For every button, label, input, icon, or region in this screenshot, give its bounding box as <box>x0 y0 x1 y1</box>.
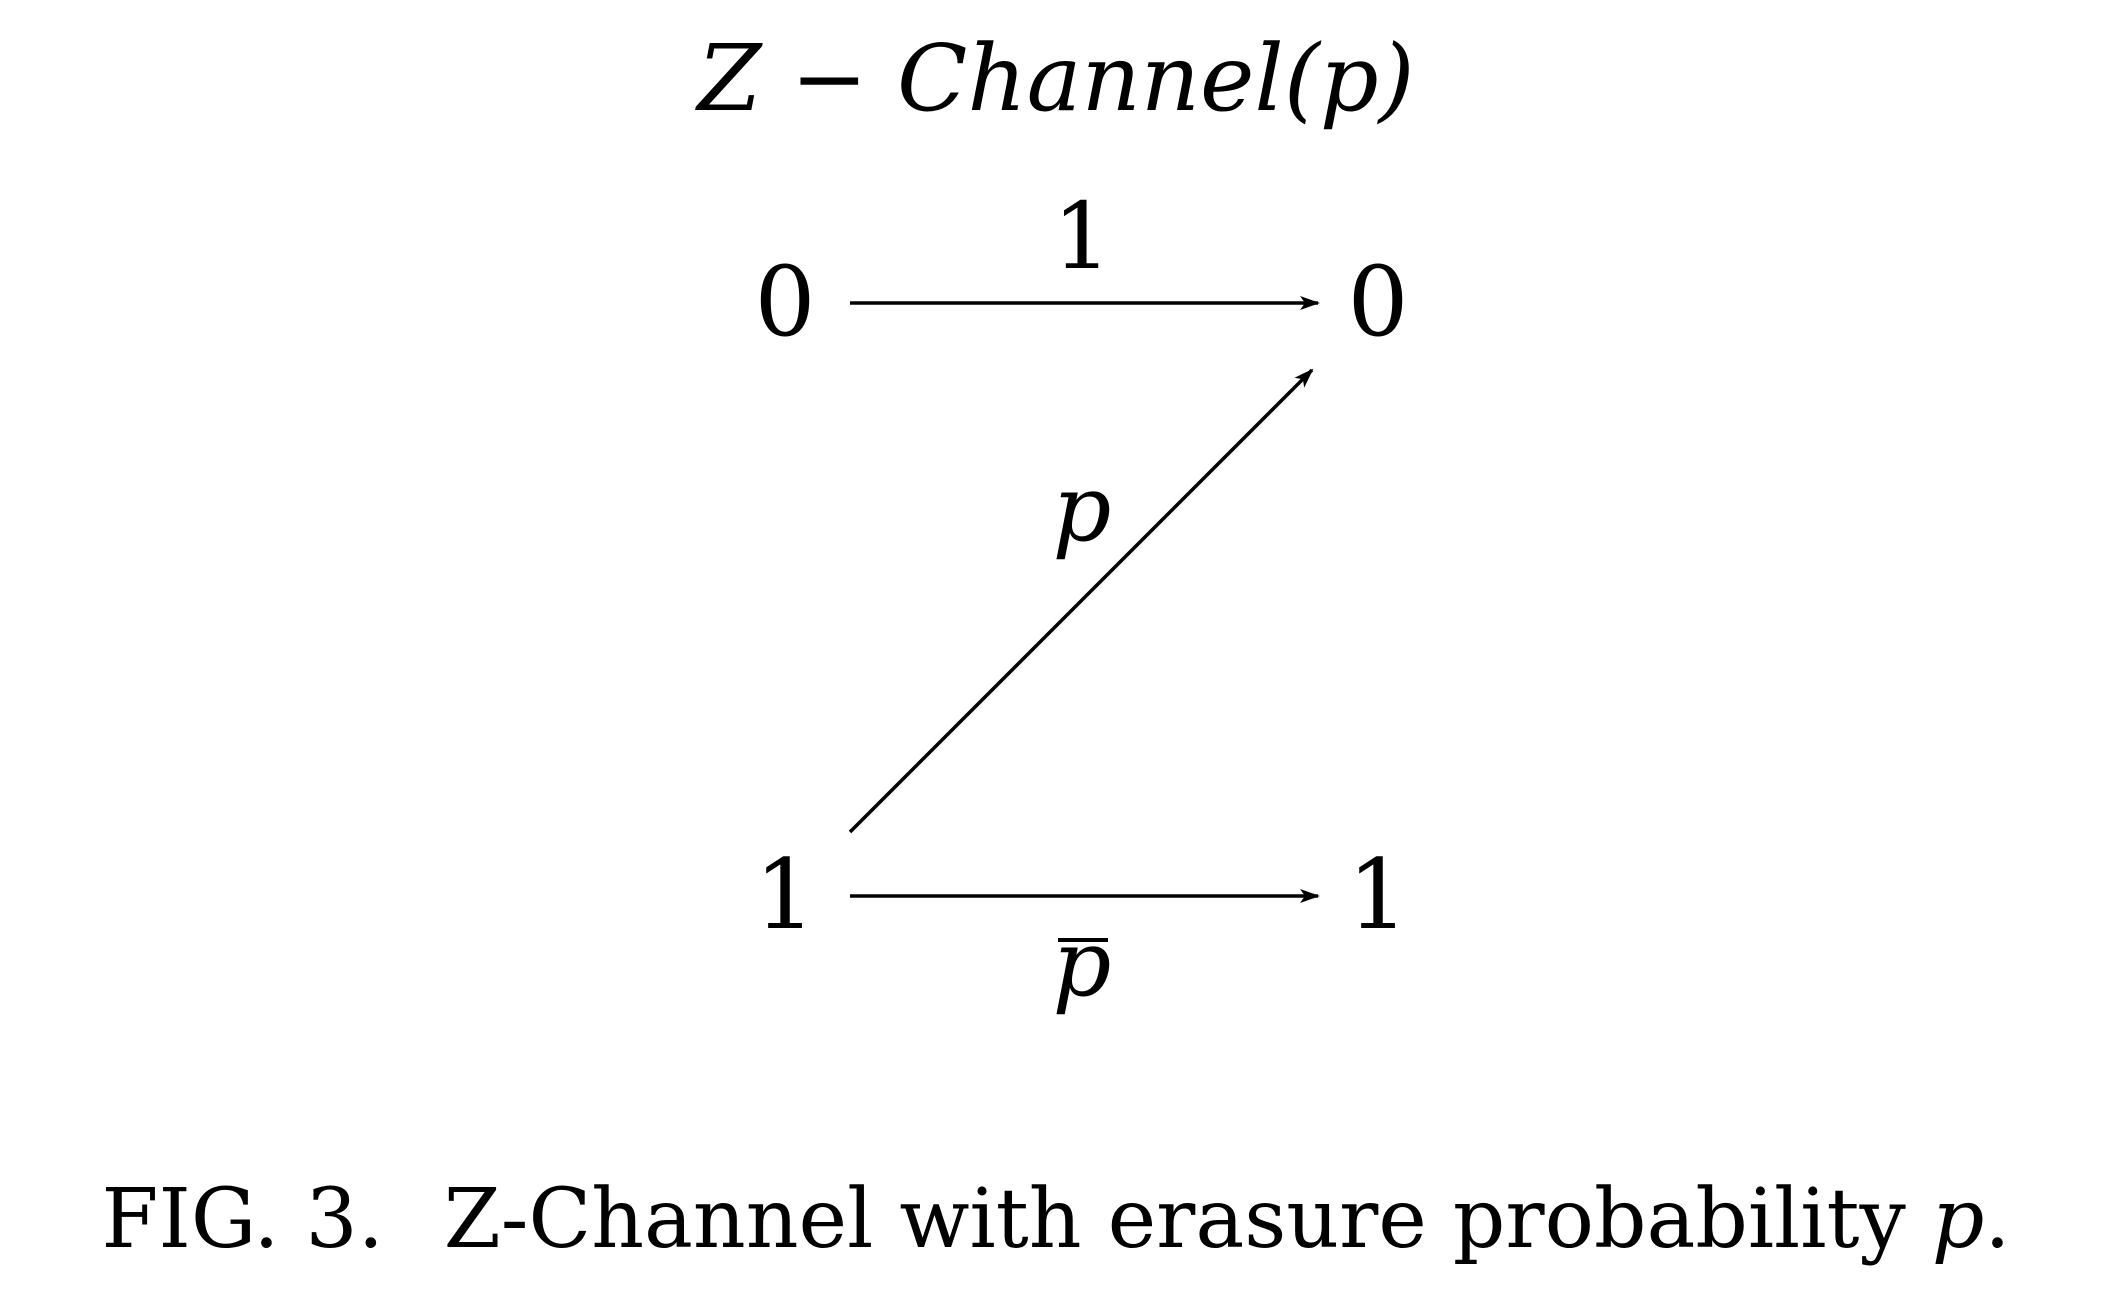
caption-symbol: p <box>1931 1172 1985 1267</box>
caption-text: Z-Channel with erasure probability <box>443 1172 1932 1267</box>
edge-top-label: 1 <box>1053 183 1112 290</box>
title-prefix: Z − Channel( <box>694 25 1321 132</box>
output-node-0: 0 <box>1347 246 1408 358</box>
caption-end: . <box>1984 1172 2011 1267</box>
edge-diagonal-label: p <box>1053 455 1112 562</box>
caption-label: FIG. 3. <box>101 1172 384 1267</box>
input-node-1: 1 <box>754 839 815 951</box>
edge-diagonal-arrow <box>848 368 1314 834</box>
output-node-1: 1 <box>1347 839 1408 951</box>
edge-bottom-label: p <box>1053 910 1112 1017</box>
figure-caption: FIG. 3. Z-Channel with erasure probabilit… <box>0 1172 2112 1267</box>
input-node-0: 0 <box>754 246 815 358</box>
title-param: p <box>1320 25 1379 132</box>
diagram-title: Z − Channel(p) <box>694 25 1414 132</box>
title-suffix: ) <box>1377 25 1415 132</box>
